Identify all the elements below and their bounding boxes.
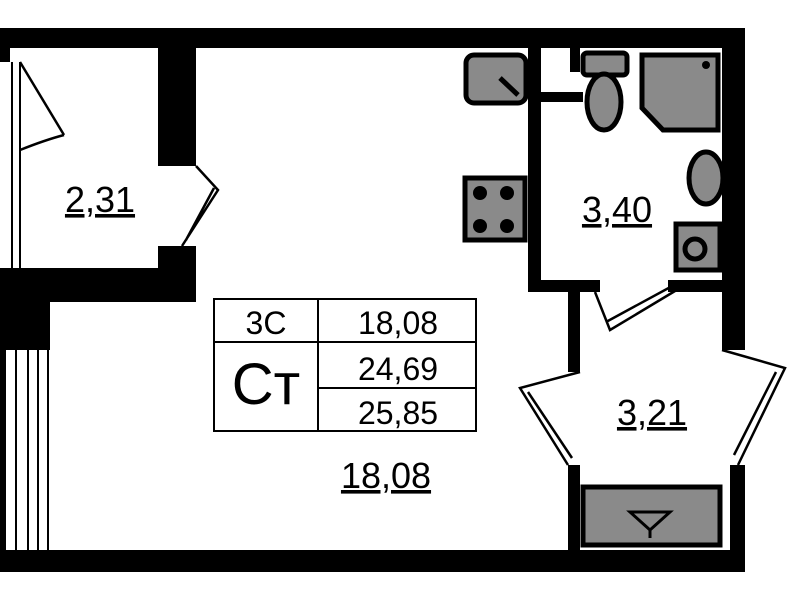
washing-machine-icon [673, 221, 723, 273]
walls [0, 28, 745, 572]
room-area-living: 18,08 [341, 455, 431, 496]
window-left [11, 62, 49, 550]
stove-icon [462, 175, 528, 243]
total-with-loggia-value: 25,85 [358, 395, 438, 431]
room-area-bathroom: 3,40 [582, 189, 652, 230]
shower-icon [639, 52, 721, 133]
loggia-storage-icon [580, 484, 723, 548]
total-area-value: 24,69 [358, 351, 438, 387]
kitchen-sink-icon [463, 52, 529, 106]
room-area-loggia: 3,21 [617, 392, 687, 433]
apartment-code: 3С [246, 305, 287, 341]
doors [18, 61, 787, 466]
room-area-hall: 2,31 [65, 179, 135, 220]
living-area-value: 18,08 [358, 305, 438, 341]
apartment-type: Ст [232, 352, 300, 417]
toilet-icon [580, 50, 630, 133]
bathroom-sink-icon [686, 149, 726, 207]
summary-table [213, 298, 477, 432]
